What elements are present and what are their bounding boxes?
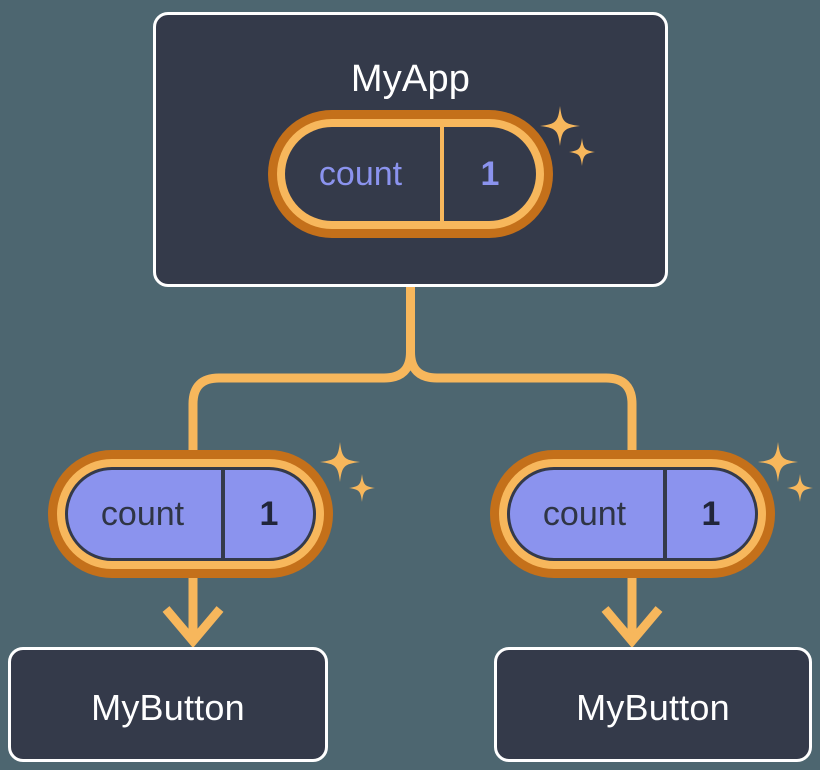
state-pill-body: count 1 (507, 467, 758, 561)
wire-branch-right (406, 351, 637, 452)
component-card-mybutton-right[interactable]: MyButton (494, 647, 812, 762)
component-title: MyButton (576, 687, 730, 728)
state-key-label: count (542, 494, 627, 533)
state-pill-ring: count 1 (499, 459, 766, 569)
arrow-down-icon-right (601, 578, 663, 648)
state-pill-body: count 1 (285, 127, 536, 221)
state-key-label: count (100, 494, 185, 533)
component-title: MyButton (91, 687, 245, 728)
state-pill-branch-right[interactable]: count 1 (490, 450, 775, 578)
state-pill-body: count 1 (65, 467, 316, 561)
state-value-label: 1 (221, 470, 313, 558)
state-pill-myapp[interactable]: count 1 (268, 110, 553, 238)
state-key-label: count (318, 154, 403, 193)
state-value-label: 1 (663, 470, 755, 558)
arrow-down-icon-left (162, 578, 224, 648)
state-pill-ring: count 1 (277, 119, 544, 229)
state-pill-branch-left[interactable]: count 1 (48, 450, 333, 578)
wire-branch-left (188, 351, 415, 452)
page-title: MyApp (350, 58, 471, 100)
component-card-mybutton-left[interactable]: MyButton (8, 647, 328, 762)
state-value-label: 1 (440, 127, 536, 221)
state-pill-ring: count 1 (57, 459, 324, 569)
